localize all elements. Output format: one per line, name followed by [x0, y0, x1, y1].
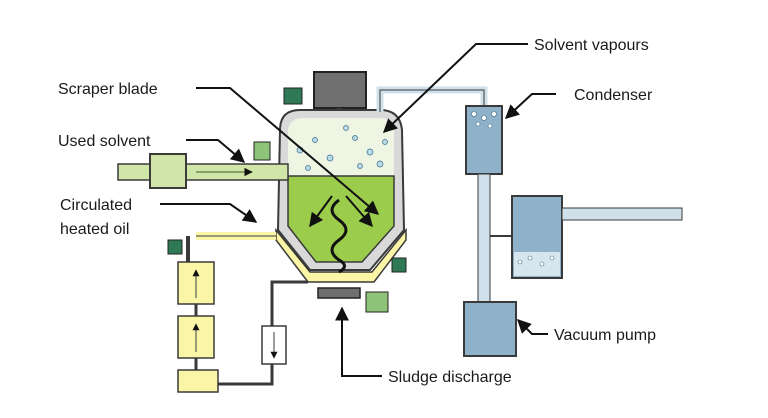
- label-heated-oil: heated oil: [60, 221, 129, 238]
- leader-sludge-discharge: [335, 306, 382, 377]
- inlet-filter: [149, 153, 187, 189]
- stirring-arrow-right: [345, 195, 373, 228]
- discharge-valve: [365, 291, 389, 313]
- motor-box: [313, 71, 367, 109]
- inlet-valve: [253, 141, 271, 161]
- label-circulated: Circulated: [60, 197, 132, 214]
- condenser-bubbles: [471, 111, 497, 129]
- label-sludge-discharge: Sludge discharge: [388, 369, 512, 386]
- receiver-bubbles: [517, 255, 555, 267]
- leader-solvent-vapours: [382, 43, 528, 133]
- vacuum-pump-unit: [463, 301, 517, 357]
- heated-oil-circuit: [177, 232, 308, 393]
- right-valve: [391, 257, 407, 273]
- leader-lines: [160, 43, 556, 377]
- scraper-spiral: [330, 198, 348, 274]
- vapour-bubbles: [296, 125, 388, 171]
- label-used-solvent: Used solvent: [58, 133, 151, 150]
- leader-vacuum-pump: [517, 319, 548, 335]
- condensate-pipe: [477, 173, 491, 307]
- evaporator-vessel: [275, 109, 407, 283]
- label-solvent-vapours: Solvent vapours: [534, 37, 649, 54]
- stirring-arrow-left: [309, 195, 333, 228]
- heater-valve: [167, 239, 183, 255]
- leader-used-solvent: [186, 139, 246, 163]
- leader-heated-oil: [160, 203, 258, 223]
- leader-condenser: [504, 93, 556, 119]
- outlet-pipe: [561, 207, 683, 221]
- top-valve: [283, 87, 303, 105]
- label-scraper-blade: Scraper blade: [58, 81, 158, 98]
- sludge-outlet: [317, 287, 361, 299]
- label-vacuum-pump: Vacuum pump: [554, 327, 656, 344]
- label-condenser: Condenser: [574, 87, 653, 104]
- leader-scraper-blade: [196, 87, 380, 215]
